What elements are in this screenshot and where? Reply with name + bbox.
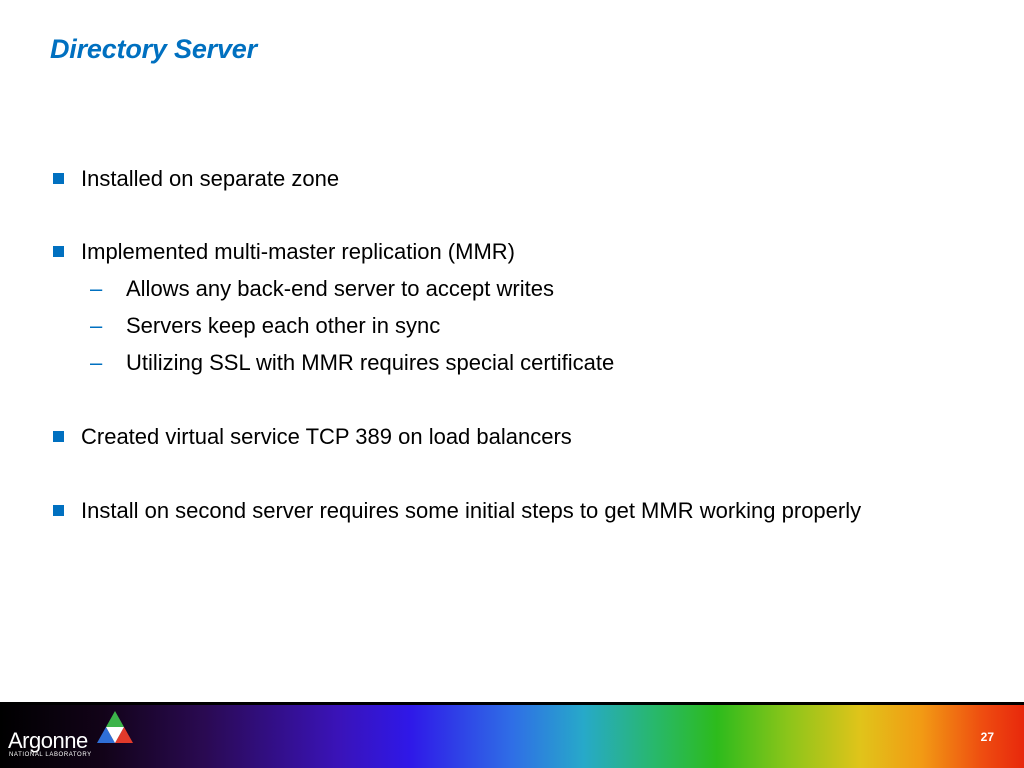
argonne-triangle-icon [97,711,133,743]
slide-title: Directory Server [50,34,257,64]
bullet-text: Created virtual service TCP 389 on load … [81,424,572,449]
bullet-marker [53,173,64,184]
sub-bullet-marker: – [90,276,103,301]
sub-bullet-text: Utilizing SSL with MMR requires special … [126,350,615,375]
sub-bullet-text: Servers keep each other in sync [126,313,441,338]
sub-bullet-marker: – [90,350,103,375]
bullet-marker [53,246,64,257]
logo-text: Argonne [8,728,88,753]
sub-bullet-text: Allows any back-end server to accept wri… [126,276,554,301]
bullet-text: Install on second server requires some i… [81,498,862,523]
bullet-text: Implemented multi-master replication (MM… [81,239,515,264]
bullet-marker [53,505,64,516]
page-number: 27 [980,730,994,744]
logo-subtext: NATIONAL LABORATORY [9,752,92,758]
bullet-text: Installed on separate zone [81,166,340,191]
sub-bullet-marker: – [90,313,103,338]
bullet-marker [53,431,64,442]
footer-bar [0,702,1024,768]
